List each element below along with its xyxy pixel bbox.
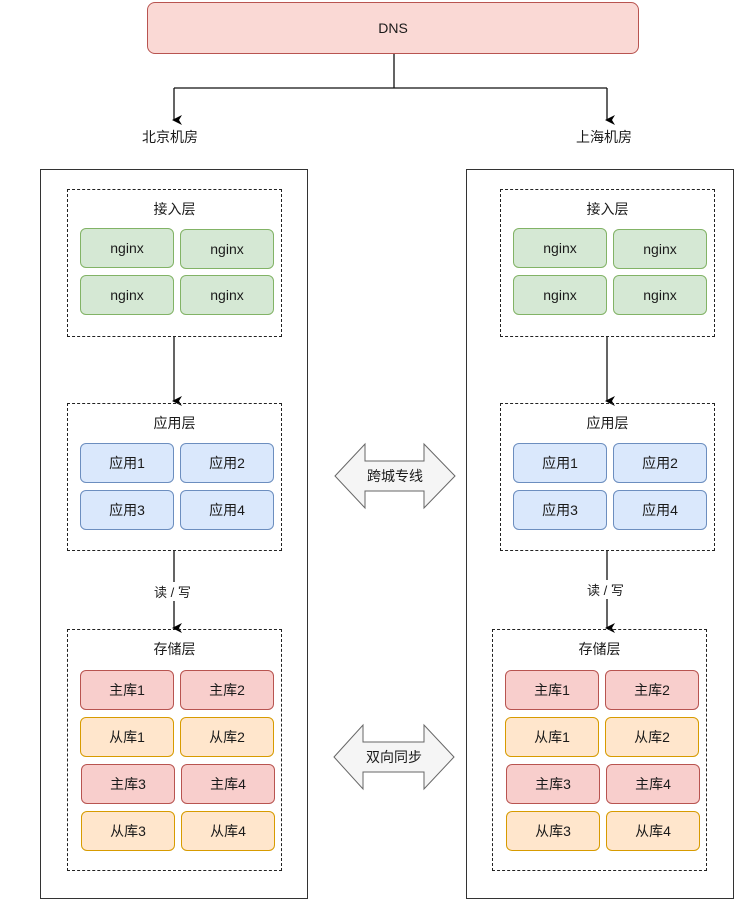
bj-nginx-node[interactable]: nginx — [180, 229, 274, 269]
bj-app-layer: 应用层 应用1 应用2 应用3 应用4 — [67, 403, 282, 551]
sh-storage-layer-title: 存储层 — [578, 641, 621, 657]
sh-app-node[interactable]: 应用1 — [513, 443, 607, 483]
bj-app-node[interactable]: 应用3 — [80, 490, 174, 530]
sh-app-node[interactable]: 应用4 — [613, 490, 707, 530]
sh-master-db-node[interactable]: 主库1 — [505, 670, 599, 710]
sh-master-db-node[interactable]: 主库3 — [506, 764, 600, 804]
bj-slave-db-node[interactable]: 从库3 — [81, 811, 175, 851]
sh-nginx-node[interactable]: nginx — [513, 228, 607, 268]
bj-app-layer-title: 应用层 — [153, 415, 196, 431]
sh-app-layer-title: 应用层 — [586, 415, 629, 431]
sh-slave-db-node[interactable]: 从库4 — [606, 811, 700, 851]
sh-app-node[interactable]: 应用3 — [513, 490, 607, 530]
shanghai-datacenter-label: 上海机房 — [576, 129, 632, 145]
bj-app-node[interactable]: 应用4 — [180, 490, 274, 530]
bj-app-node[interactable]: 应用2 — [180, 443, 274, 483]
dns-label: DNS — [378, 20, 408, 36]
sh-slave-db-node[interactable]: 从库3 — [506, 811, 600, 851]
bj-master-db-node[interactable]: 主库4 — [181, 764, 275, 804]
sh-slave-db-node[interactable]: 从库1 — [505, 717, 599, 757]
bj-slave-db-node[interactable]: 从库2 — [180, 717, 274, 757]
bj-access-layer-title: 接入层 — [153, 201, 196, 217]
bj-nginx-node[interactable]: nginx — [180, 275, 274, 315]
bidirectional-sync-label: 双向同步 — [366, 749, 422, 765]
bj-read-write-label: 读 / 写 — [153, 582, 192, 601]
sh-access-layer: 接入层 nginx nginx nginx nginx — [500, 189, 715, 337]
bj-storage-layer-title: 存储层 — [153, 641, 196, 657]
sh-access-layer-title: 接入层 — [586, 201, 629, 217]
bj-master-db-node[interactable]: 主库3 — [81, 764, 175, 804]
bj-nginx-node[interactable]: nginx — [80, 275, 174, 315]
sh-nginx-node[interactable]: nginx — [513, 275, 607, 315]
cross-city-link-label: 跨城专线 — [367, 468, 423, 484]
bj-nginx-node[interactable]: nginx — [80, 228, 174, 268]
bj-master-db-node[interactable]: 主库2 — [180, 670, 274, 710]
sh-nginx-node[interactable]: nginx — [613, 229, 707, 269]
cross-city-link[interactable]: 跨城专线 — [334, 443, 456, 509]
bj-slave-db-node[interactable]: 从库1 — [80, 717, 174, 757]
bj-master-db-node[interactable]: 主库1 — [80, 670, 174, 710]
bidirectional-sync-link[interactable]: 双向同步 — [333, 724, 455, 790]
sh-master-db-node[interactable]: 主库2 — [605, 670, 699, 710]
sh-slave-db-node[interactable]: 从库2 — [605, 717, 699, 757]
bj-app-node[interactable]: 应用1 — [80, 443, 174, 483]
sh-app-node[interactable]: 应用2 — [613, 443, 707, 483]
beijing-datacenter-label: 北京机房 — [142, 129, 198, 145]
bj-storage-layer: 存储层 主库1 主库2 从库1 从库2 主库3 主库4 从库3 从库4 — [67, 629, 282, 871]
bj-slave-db-node[interactable]: 从库4 — [181, 811, 275, 851]
bj-access-layer: 接入层 nginx nginx nginx nginx — [67, 189, 282, 337]
sh-read-write-label: 读 / 写 — [586, 580, 625, 599]
sh-master-db-node[interactable]: 主库4 — [606, 764, 700, 804]
dns-split-connector — [172, 54, 615, 125]
dns-node[interactable]: DNS — [147, 2, 639, 54]
sh-app-layer: 应用层 应用1 应用2 应用3 应用4 — [500, 403, 715, 551]
sh-nginx-node[interactable]: nginx — [613, 275, 707, 315]
sh-storage-layer: 存储层 主库1 主库2 从库1 从库2 主库3 主库4 从库3 从库4 — [492, 629, 707, 871]
